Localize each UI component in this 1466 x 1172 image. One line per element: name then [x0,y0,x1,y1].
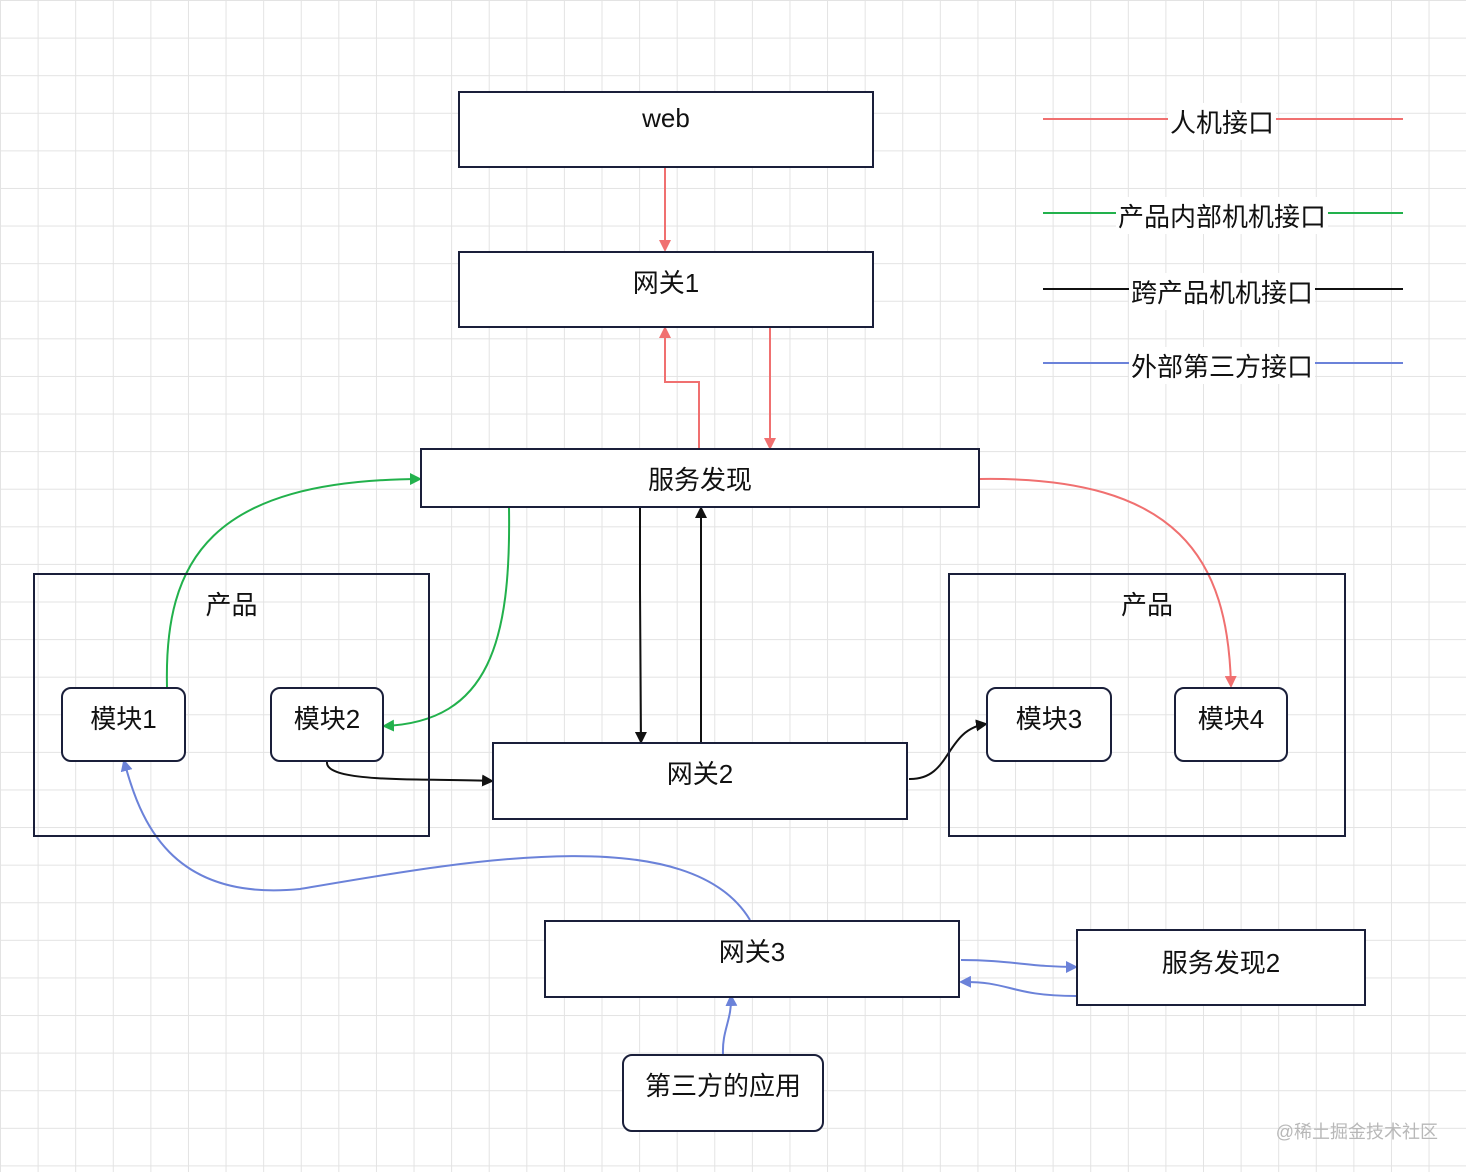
module3-node[interactable]: 模块3 [986,687,1112,762]
module4-node-label: 模块4 [1197,704,1265,734]
service-discovery-node-label: 服务发现 [647,465,752,495]
edge-app-to-gateway3 [721,994,738,1055]
edge-gateway3-to-module1 [120,759,751,921]
module1-node[interactable]: 模块1 [61,687,186,762]
gateway1-node-label: 网关1 [632,268,700,298]
service-discovery2-node-label: 服务发现2 [1161,948,1281,978]
product-left-label: 产品 [205,590,258,620]
edge-gateway2-to-module3 [908,719,988,781]
legend-label-cross-product: 跨产品机机接口 [1128,273,1316,310]
module2-node[interactable]: 模块2 [270,687,384,762]
module1-node-label: 模块1 [90,704,157,734]
gateway3-node-label: 网关3 [718,937,786,967]
service-discovery-node[interactable]: 服务发现 [420,448,980,508]
edge-discovery2-to-gateway3 [959,975,1077,997]
legend-label-third-party: 外部第三方接口 [1128,347,1316,384]
product-right-label: 产品 [1120,590,1173,620]
edge-discovery-to-gateway2 [634,508,647,744]
gateway3-node[interactable]: 网关3 [544,920,960,998]
product-container-right: 产品 [948,573,1346,837]
web-node-label: web [642,103,690,133]
edge-discovery-to-gateway1 [659,326,700,448]
edge-module1-to-discovery [165,473,422,688]
module2-node-label: 模块2 [293,704,361,734]
web-node[interactable]: web [458,91,874,168]
watermark-text: @稀土掘金技术社区 [1275,1122,1438,1142]
legend-label-human: 人机接口 [1167,103,1277,140]
edge-discovery-to-module4 [979,477,1237,688]
gateway2-node-label: 网关2 [666,759,734,789]
third-party-app-node[interactable]: 第三方的应用 [622,1054,824,1132]
gateway2-node[interactable]: 网关2 [492,742,908,820]
edge-gateway3-to-discovery2 [960,959,1078,973]
legend-label-internal: 产品内部机机接口 [1115,197,1329,234]
third-party-app-node-label: 第三方的应用 [644,1071,801,1101]
module3-node-label: 模块3 [1015,704,1083,734]
product-container-left: 产品 [33,573,430,837]
module4-node[interactable]: 模块4 [1174,687,1288,762]
service-discovery2-node[interactable]: 服务发现2 [1076,929,1366,1006]
edge-discovery-to-module2 [382,507,511,732]
edge-module2-to-gateway2 [325,761,494,787]
gateway1-node[interactable]: 网关1 [458,251,874,328]
